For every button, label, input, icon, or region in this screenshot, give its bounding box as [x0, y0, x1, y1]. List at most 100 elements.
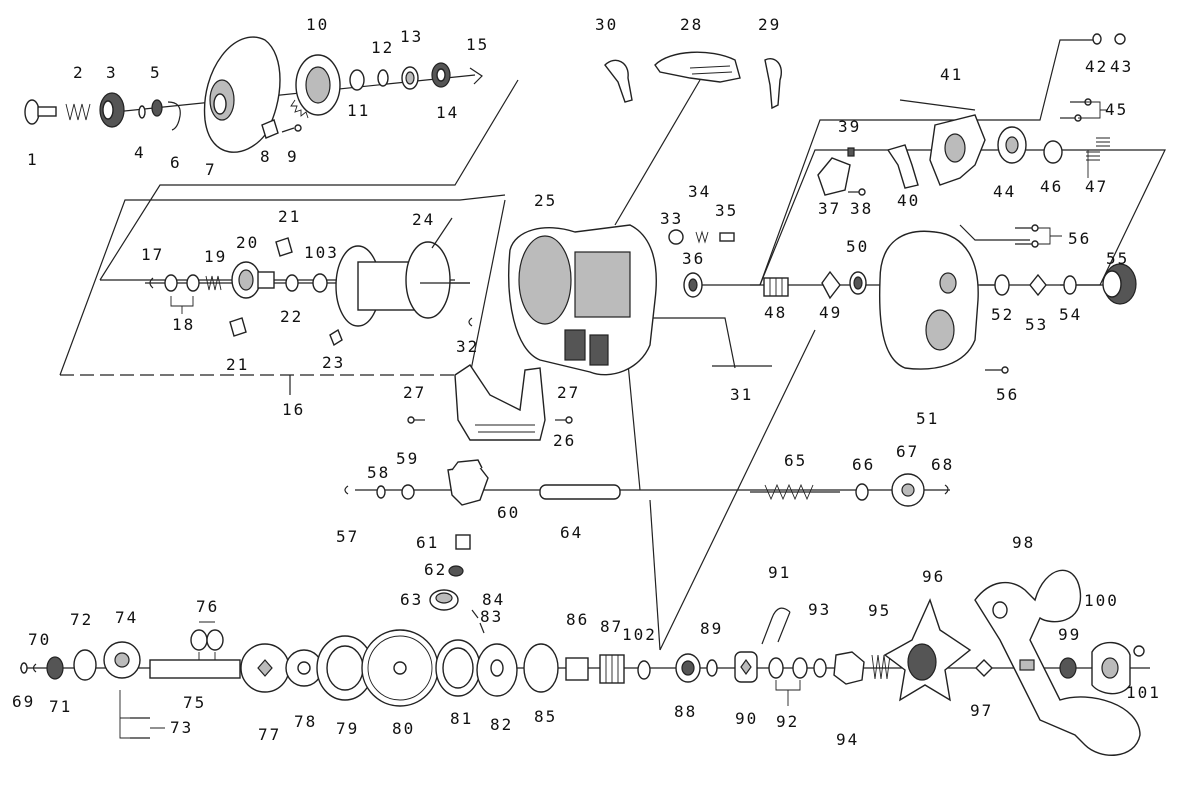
part-label-64: 64	[560, 523, 583, 542]
part-52-washer	[994, 274, 1010, 296]
part-label-73: 73	[170, 718, 193, 737]
part-35-pin	[719, 232, 735, 242]
part-72-plate	[73, 649, 97, 681]
part-label-66: 66	[852, 455, 875, 474]
part-label-51: 51	[916, 409, 939, 428]
part-101-screw	[1133, 645, 1145, 657]
part-22-bearing	[285, 274, 299, 292]
part-49-clip	[821, 270, 841, 300]
part-92-washers	[768, 657, 808, 679]
part-label-57: 57	[336, 527, 359, 546]
part-103-ring	[312, 273, 328, 293]
part-label-102: 102	[622, 625, 657, 644]
part-18-washers	[164, 274, 200, 292]
part-label-5: 5	[150, 63, 162, 82]
part-label-2: 2	[73, 63, 85, 82]
part-label-39: 39	[838, 117, 861, 136]
part-98-handle	[974, 569, 1141, 756]
part-39-pin	[847, 147, 855, 157]
part-label-27b: 27	[557, 383, 580, 402]
part-65-worm-shaft	[750, 483, 840, 501]
part-label-86: 86	[566, 610, 589, 629]
part-label-62: 62	[424, 560, 447, 579]
part-57-clip	[344, 485, 349, 495]
part-label-8: 8	[260, 147, 272, 166]
part-21-brake-block-bottom	[229, 317, 247, 337]
part-99-nut	[1059, 657, 1077, 679]
part-label-7: 7	[205, 160, 217, 179]
part-label-6: 6	[170, 153, 182, 172]
part-label-74: 74	[115, 608, 138, 627]
part-76-rings	[190, 629, 224, 651]
part-label-11: 11	[347, 101, 370, 120]
part-label-87: 87	[600, 617, 623, 636]
part-96-star-drag	[883, 598, 972, 702]
part-label-41: 41	[940, 65, 963, 84]
spool-group-outline	[59, 194, 506, 395]
part-label-75: 75	[183, 693, 206, 712]
part-94-nut	[833, 651, 865, 685]
part-label-20: 20	[236, 233, 259, 252]
part-spool	[335, 241, 470, 327]
part-86-collar	[565, 657, 589, 681]
part-63-cap	[429, 589, 459, 611]
part-label-44: 44	[993, 182, 1016, 201]
part-50-bearing	[849, 271, 867, 295]
part-label-58: 58	[367, 463, 390, 482]
part-label-81: 81	[450, 709, 473, 728]
part-label-47: 47	[1085, 177, 1108, 196]
part-3-knob	[99, 92, 125, 128]
part-5-ring	[151, 99, 163, 117]
part-64-guide-tube	[539, 484, 621, 500]
part-label-9: 9	[287, 147, 299, 166]
part-label-43: 43	[1110, 57, 1133, 76]
part-84-spring	[471, 609, 479, 619]
part-label-18: 18	[172, 315, 195, 334]
part-label-33: 33	[660, 209, 683, 228]
part-label-72: 72	[70, 610, 93, 629]
part-label-23: 23	[322, 353, 345, 372]
part-label-46: 46	[1040, 177, 1063, 196]
part-label-76: 76	[196, 597, 219, 616]
part-80-main-gear	[361, 629, 439, 707]
part-label-54: 54	[1059, 305, 1082, 324]
part-label-67: 67	[896, 442, 919, 461]
part-78-washer	[285, 649, 323, 687]
part-71-bearing	[46, 656, 64, 680]
part-97-washer	[975, 659, 993, 677]
part-label-14: 14	[436, 103, 459, 122]
part-20-brake-hub	[231, 261, 275, 299]
part-79-drag-washer	[316, 635, 374, 701]
part-26-thumb-bar	[454, 364, 546, 441]
part-label-31: 31	[730, 385, 753, 404]
part-label-70: 70	[28, 630, 51, 649]
part-82-plate	[476, 643, 518, 697]
part-label-30: 30	[595, 15, 618, 34]
part-label-56a: 56	[1068, 229, 1091, 248]
part-61-pawl	[455, 534, 471, 550]
part-24-pin	[431, 217, 453, 249]
part-label-36: 36	[682, 249, 705, 268]
part-label-45: 45	[1105, 100, 1128, 119]
part-69-cap	[20, 662, 28, 674]
part-label-37: 37	[818, 199, 841, 218]
part-label-24: 24	[412, 210, 435, 229]
part-label-19: 19	[204, 247, 227, 266]
part-label-84: 84	[482, 590, 505, 609]
part-46-gear	[1043, 140, 1063, 164]
part-label-29: 29	[758, 15, 781, 34]
part-17-clip	[149, 277, 154, 289]
part-59-bushing	[401, 484, 415, 500]
part-label-88: 88	[674, 702, 697, 721]
part-label-15: 15	[466, 35, 489, 54]
part-12-washer	[377, 69, 389, 87]
part-42-washer	[1092, 33, 1102, 45]
part-2-spring	[65, 103, 91, 121]
part-34-spring	[695, 230, 709, 244]
part-90-cam	[734, 651, 758, 683]
part-label-94: 94	[836, 730, 859, 749]
part-label-96: 96	[922, 567, 945, 586]
part-10-gear-plate	[290, 54, 341, 119]
part-label-95: 95	[868, 601, 891, 620]
